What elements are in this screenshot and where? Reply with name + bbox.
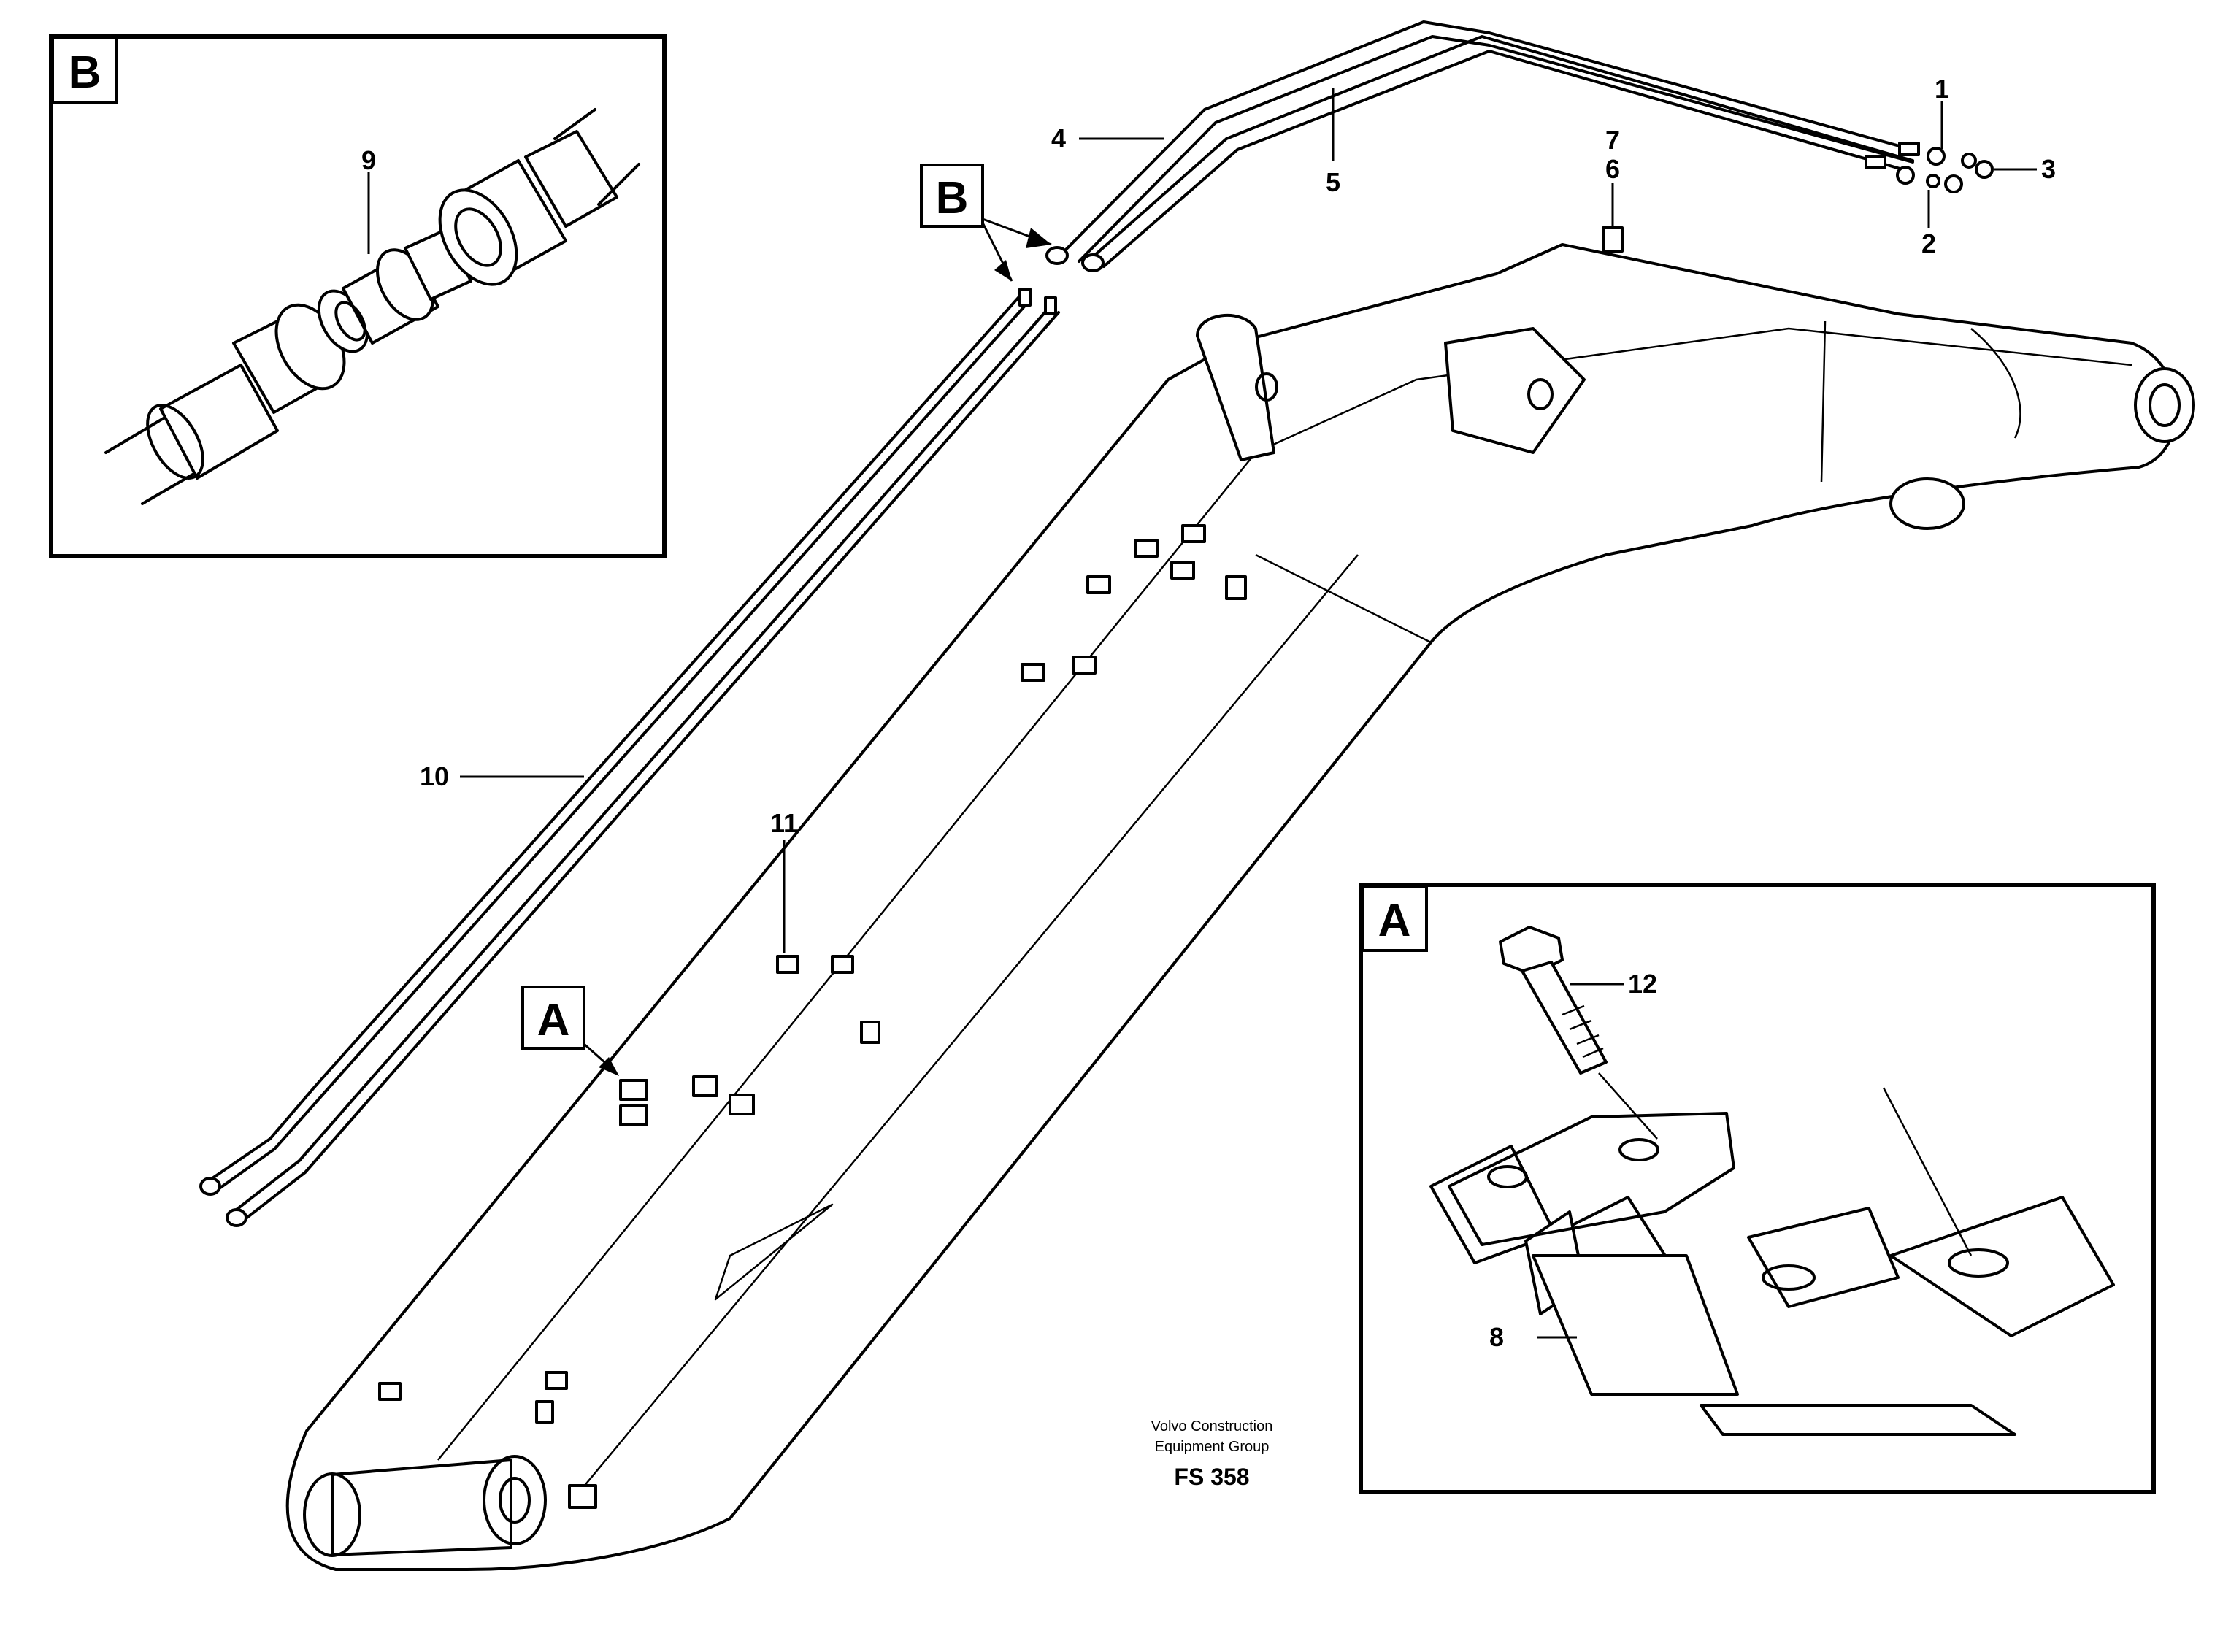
callout-6: 6 xyxy=(1605,154,1620,184)
hose-right xyxy=(438,108,640,286)
view-ref-b: B xyxy=(920,164,1052,282)
top-boss xyxy=(1444,327,1586,454)
pipe-4 xyxy=(1059,20,1914,257)
detail-b-label-box xyxy=(51,37,118,104)
boom-assembly xyxy=(285,226,2195,1571)
company-name-line2: Equipment Group xyxy=(1155,1439,1270,1455)
boom-clamps xyxy=(378,524,1247,1509)
detail-view-b: B 9 xyxy=(49,34,667,558)
detail-a-label-box xyxy=(1361,885,1428,952)
footer: Volvo Construction Equipment Group FS 35… xyxy=(1151,1418,1273,1490)
callout-3: 3 xyxy=(2041,154,2056,184)
hydraulic-lines xyxy=(199,20,1994,1227)
callout-11: 11 xyxy=(770,808,798,838)
adapter-fitting xyxy=(317,228,472,353)
callout-7: 7 xyxy=(1605,125,1620,155)
bolt xyxy=(1499,926,1658,1140)
hose-left xyxy=(104,303,346,505)
pipe-5 xyxy=(1086,35,1914,263)
pipe-10 xyxy=(207,292,1024,1183)
boom-foot-pin-right xyxy=(483,1455,547,1545)
callout-1: 1 xyxy=(1935,74,1949,104)
clamp-back xyxy=(1700,1087,2115,1436)
view-ref-b-label: B xyxy=(936,173,969,223)
clamp-front xyxy=(1429,1112,1739,1396)
detail-b-label: B xyxy=(69,47,101,98)
callout-10: 10 xyxy=(420,761,449,791)
view-ref-a: A xyxy=(521,986,619,1076)
callout-2: 2 xyxy=(1921,228,1936,258)
nose-pin xyxy=(2134,367,2195,443)
detail-a-label: A xyxy=(1378,896,1411,946)
callout-4: 4 xyxy=(1051,123,1066,153)
fittings-1-2-3 xyxy=(1896,147,1994,193)
callout-12: 12 xyxy=(1628,969,1657,999)
figure-code: FS 358 xyxy=(1174,1464,1249,1490)
company-name-line1: Volvo Construction xyxy=(1151,1418,1273,1434)
view-ref-a-label: A xyxy=(537,995,570,1045)
callouts: 1 2 3 4 5 6 7 10 11 xyxy=(420,74,2056,953)
callout-5: 5 xyxy=(1326,167,1340,197)
boom-tab xyxy=(1602,226,1624,253)
cylinder-mount xyxy=(1196,313,1275,461)
callout-9: 9 xyxy=(361,145,376,175)
detail-view-a: A 12 8 xyxy=(1359,883,2156,1494)
callout-8: 8 xyxy=(1489,1322,1504,1352)
lower-pin xyxy=(1889,477,1965,530)
